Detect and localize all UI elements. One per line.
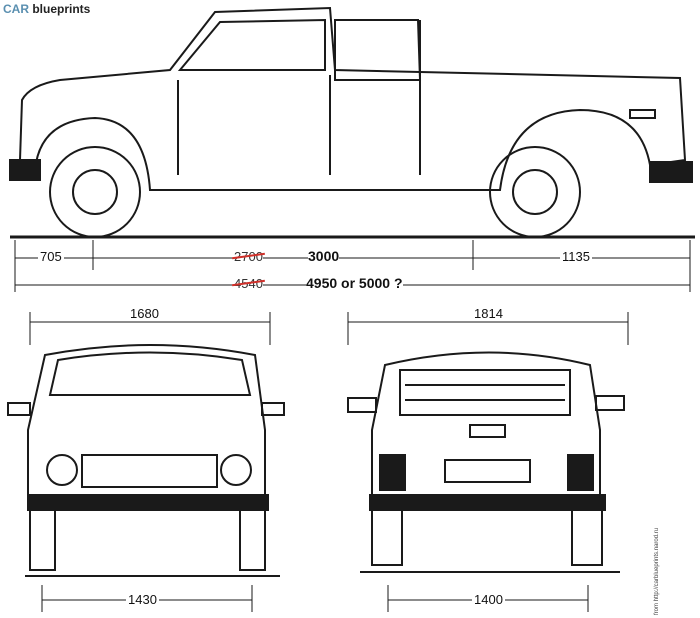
site-logo: CAR blueprints [3, 2, 91, 16]
wheelbase-old-dimension: 2700 [234, 249, 263, 264]
length-new-dimension: 4950 or 5000 ? [306, 275, 403, 291]
front-track-dimension: 1430 [126, 592, 159, 607]
rear-view [347, 312, 629, 612]
rear-width-dimension: 1814 [472, 306, 505, 321]
front-width-dimension: 1680 [128, 306, 161, 321]
rear-track-dimension: 1400 [472, 592, 505, 607]
rear-overhang-dimension: 1135 [560, 249, 592, 264]
length-old-dimension: 4540 [234, 276, 263, 291]
source-credit: from http://carblueprints.narod.ru [654, 527, 660, 615]
front-overhang-dimension: 705 [38, 249, 64, 264]
side-view [9, 6, 695, 239]
wheelbase-new-dimension: 3000 [308, 248, 340, 264]
front-view [7, 312, 285, 612]
